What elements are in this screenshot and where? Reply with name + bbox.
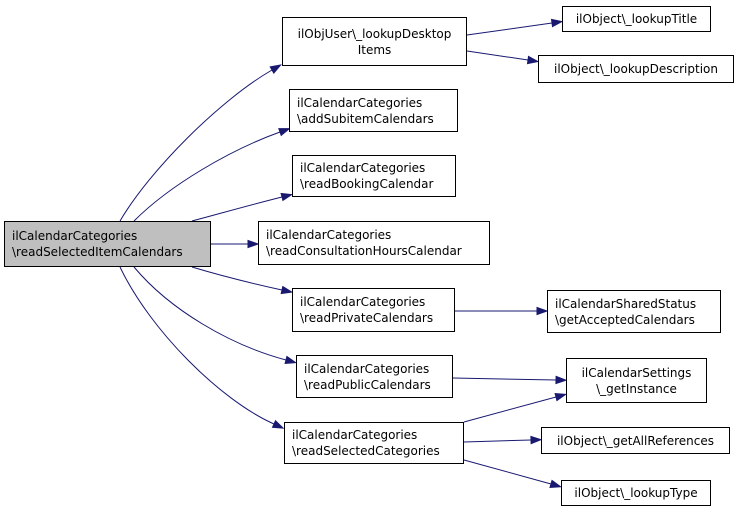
arrowhead-desktop-to-descr bbox=[526, 55, 540, 65]
node-label-line2: \readBookingCalendar bbox=[300, 177, 434, 191]
arrowhead-root-to-selcat bbox=[271, 419, 285, 429]
arrowhead-root-to-public bbox=[284, 355, 298, 365]
arrowhead-selcat-to-settings bbox=[554, 392, 568, 402]
node-label-line1: ilCalendarCategories bbox=[292, 428, 418, 442]
edge-root-to-subitem bbox=[133, 131, 281, 222]
edge-selcat-to-allref bbox=[463, 439, 532, 443]
edge-root-to-desktop bbox=[119, 69, 273, 222]
node-add-subitem-calendars[interactable]: ilCalendarCategories \addSubitemCalendar… bbox=[289, 89, 458, 132]
node-settings-get-instance[interactable]: ilCalendarSettings \_getInstance bbox=[566, 358, 707, 403]
node-lookup-desktop-items[interactable]: ilObjUser\_lookupDesktop Items bbox=[282, 17, 467, 66]
edge-selcat-to-settings bbox=[463, 396, 557, 423]
node-label-line2: \_getInstance bbox=[596, 381, 677, 396]
edge-root-to-private bbox=[191, 266, 283, 291]
arrowhead-root-to-booking bbox=[280, 192, 294, 202]
arrowhead-root-to-desktop bbox=[269, 64, 282, 74]
node-label-line2: \readPrivateCalendars bbox=[300, 311, 434, 325]
node-get-accepted-calendars[interactable]: ilCalendarSharedStatus \getAcceptedCalen… bbox=[547, 290, 721, 333]
node-get-all-references[interactable]: ilObject\_getAllReferences bbox=[541, 427, 730, 454]
node-lookup-title[interactable]: ilObject\_lookupTitle bbox=[562, 6, 711, 32]
arrowhead-desktop-to-title bbox=[550, 18, 564, 28]
edge-selcat-to-type bbox=[463, 459, 552, 485]
node-label-line1: ilObject\_lookupDescription bbox=[554, 62, 718, 76]
node-lookup-description[interactable]: ilObject\_lookupDescription bbox=[538, 55, 734, 83]
node-label-line2: \readPublicCalendars bbox=[304, 377, 431, 392]
node-label-line1: ilCalendarCategories bbox=[12, 229, 138, 243]
node-label-line1: ilCalendarSharedStatus bbox=[555, 296, 697, 311]
edge-public-to-settings bbox=[452, 377, 557, 381]
arrowhead-root-to-subitem bbox=[278, 128, 291, 137]
node-label-line1: ilCalendarCategories bbox=[297, 95, 423, 110]
node-read-selected-item-calendars[interactable]: ilCalendarCategories \readSelectedItemCa… bbox=[4, 221, 211, 267]
node-label-line2: \addSubitemCalendars bbox=[297, 111, 434, 126]
node-label-line1: ilObjUser\_lookupDesktop bbox=[297, 26, 452, 41]
node-label-line1: ilCalendarSettings bbox=[581, 365, 692, 380]
edge-root-to-booking bbox=[191, 196, 283, 222]
node-label-line2: \readSelectedCategories bbox=[292, 444, 440, 458]
node-label-line1: ilObject\_lookupTitle bbox=[575, 12, 698, 26]
arrowhead-selcat-to-allref bbox=[530, 435, 543, 445]
arrowhead-public-to-settings bbox=[555, 375, 568, 385]
node-label-line1: ilCalendarCategories bbox=[304, 361, 430, 376]
node-label-line2: \readConsultationHoursCalendar bbox=[266, 244, 462, 258]
edge-desktop-to-title bbox=[466, 22, 553, 36]
node-label-line1: ilCalendarCategories bbox=[300, 161, 426, 175]
edge-desktop-to-descr bbox=[466, 50, 529, 61]
node-label-line1: ilObject\_lookupType bbox=[574, 486, 698, 500]
node-label-line1: ilObject\_getAllReferences bbox=[556, 433, 715, 448]
edge-root-to-selcat bbox=[119, 266, 275, 425]
node-label-line1: ilCalendarCategories bbox=[266, 228, 392, 242]
node-read-booking-calendar[interactable]: ilCalendarCategories \readBookingCalenda… bbox=[292, 155, 456, 197]
node-label-line1: ilCalendarCategories bbox=[300, 295, 426, 309]
node-read-private-calendars[interactable]: ilCalendarCategories \readPrivateCalenda… bbox=[292, 288, 455, 332]
arrowhead-selcat-to-type bbox=[549, 479, 563, 489]
node-lookup-type[interactable]: ilObject\_lookupType bbox=[561, 480, 711, 506]
arrowhead-root-to-private bbox=[280, 285, 294, 295]
edge-root-to-public bbox=[133, 266, 287, 361]
node-label-line2: \getAcceptedCalendars bbox=[555, 312, 695, 327]
node-read-public-calendars[interactable]: ilCalendarCategories \readPublicCalendar… bbox=[296, 355, 453, 398]
arrowhead-root-to-consult bbox=[247, 239, 260, 249]
node-read-consultation-hours-calendar[interactable]: ilCalendarCategories \readConsultationHo… bbox=[258, 221, 490, 265]
node-label-line2: \readSelectedItemCalendars bbox=[12, 245, 183, 259]
node-label-line2: Items bbox=[357, 42, 392, 57]
arrowhead-private-to-status bbox=[536, 306, 549, 316]
node-read-selected-categories[interactable]: ilCalendarCategories \readSelectedCatego… bbox=[284, 422, 464, 464]
